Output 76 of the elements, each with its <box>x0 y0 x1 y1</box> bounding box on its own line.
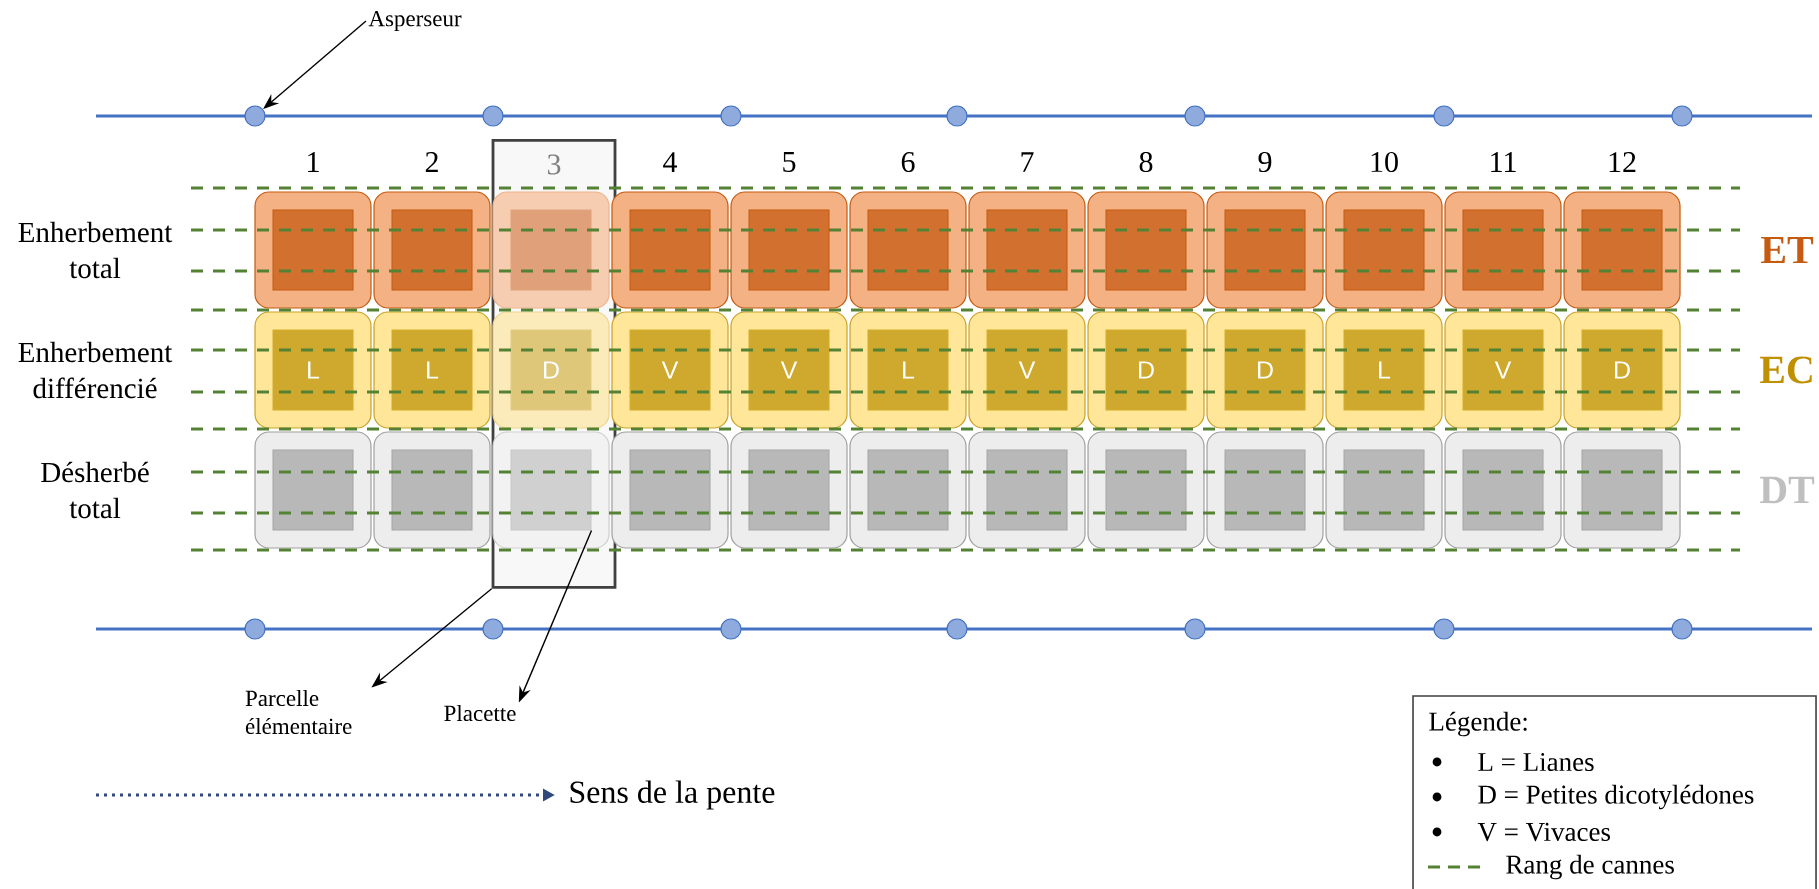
placette-square <box>1105 449 1187 531</box>
placette-square: V <box>986 329 1068 411</box>
row-label: Enherbement différencié <box>18 341 173 399</box>
placette-square <box>1105 209 1187 291</box>
treatment-code: ET <box>1761 236 1814 264</box>
legend-item: L = Lianes <box>1432 752 1594 772</box>
placette-square <box>1581 449 1663 531</box>
legend-item: D = Petites dicotylédones <box>1432 784 1754 810</box>
sprinkler-circle <box>720 105 742 127</box>
sprinkler-circle <box>720 618 742 640</box>
placette-square: L <box>1343 329 1425 411</box>
sprinkler-circle <box>482 618 504 640</box>
sprinkler-circle <box>1433 618 1455 640</box>
sprinkler-circle <box>1671 105 1693 127</box>
callout-text: Placette <box>444 704 516 722</box>
placette-square: D <box>510 329 592 411</box>
placette-square <box>272 209 354 291</box>
placette-square: D <box>1105 329 1187 411</box>
placette-square <box>510 209 592 291</box>
placette-square <box>1462 449 1544 531</box>
row-label: Désherbé total <box>41 461 149 519</box>
placette-square <box>510 449 592 531</box>
placette-square <box>391 209 473 291</box>
column-number: 5 <box>783 152 796 172</box>
column-number: 7 <box>1021 152 1034 172</box>
placette-square: V <box>629 329 711 411</box>
placette-square: V <box>1462 329 1544 411</box>
callout-text: Parcelle élémentaire <box>245 689 352 735</box>
column-number: 6 <box>901 151 915 173</box>
column-number: 10 <box>1371 151 1398 173</box>
column-number: 9 <box>1258 151 1272 173</box>
placette-square <box>391 449 473 531</box>
placette-square: D <box>1224 329 1306 411</box>
placette-square <box>272 449 354 531</box>
sprinkler-circle <box>244 105 266 127</box>
legend-item: Rang de cannes <box>1428 854 1674 880</box>
treatment-code: DT <box>1759 476 1815 504</box>
placette-square <box>986 209 1068 291</box>
placette-square <box>986 449 1068 531</box>
sprinkler-circle <box>946 618 968 640</box>
sprinkler-circle <box>1184 618 1206 640</box>
sprinkler-circle <box>1184 105 1206 127</box>
sprinkler-circle <box>244 618 266 640</box>
placette-square <box>1224 449 1306 531</box>
placette-square <box>748 449 830 531</box>
row-label: Enherbement total <box>18 221 173 279</box>
slope-label: Sens de la pente <box>570 780 775 810</box>
placette-square: D <box>1581 329 1663 411</box>
legend-item: V = Vivaces <box>1432 822 1610 842</box>
placette-square <box>1462 209 1544 291</box>
column-number: 11 <box>1491 152 1516 172</box>
column-number: 1 <box>308 152 319 172</box>
callout-text: Asperseur <box>368 10 462 32</box>
column-number: 8 <box>1139 151 1153 173</box>
placette-square <box>1224 209 1306 291</box>
sprinkler-circle <box>482 105 504 127</box>
legend-title: Légende: <box>1429 711 1527 737</box>
placette-square <box>867 449 949 531</box>
placette-square: L <box>272 329 354 411</box>
placette-square: L <box>867 329 949 411</box>
placette-square <box>1581 209 1663 291</box>
column-number: 4 <box>663 152 678 172</box>
column-number: 2 <box>425 152 438 172</box>
column-number: 12 <box>1609 152 1636 172</box>
placette-square <box>629 449 711 531</box>
placette-square <box>1343 209 1425 291</box>
sprinkler-circle <box>1433 105 1455 127</box>
placette-square <box>629 209 711 291</box>
placette-square <box>748 209 830 291</box>
sprinkler-circle <box>1671 618 1693 640</box>
treatment-code: EC <box>1759 356 1812 384</box>
placette-square <box>867 209 949 291</box>
placette-square: V <box>748 329 830 411</box>
placette-square <box>1343 449 1425 531</box>
sprinkler-circle <box>946 105 968 127</box>
placette-square: L <box>391 329 473 411</box>
